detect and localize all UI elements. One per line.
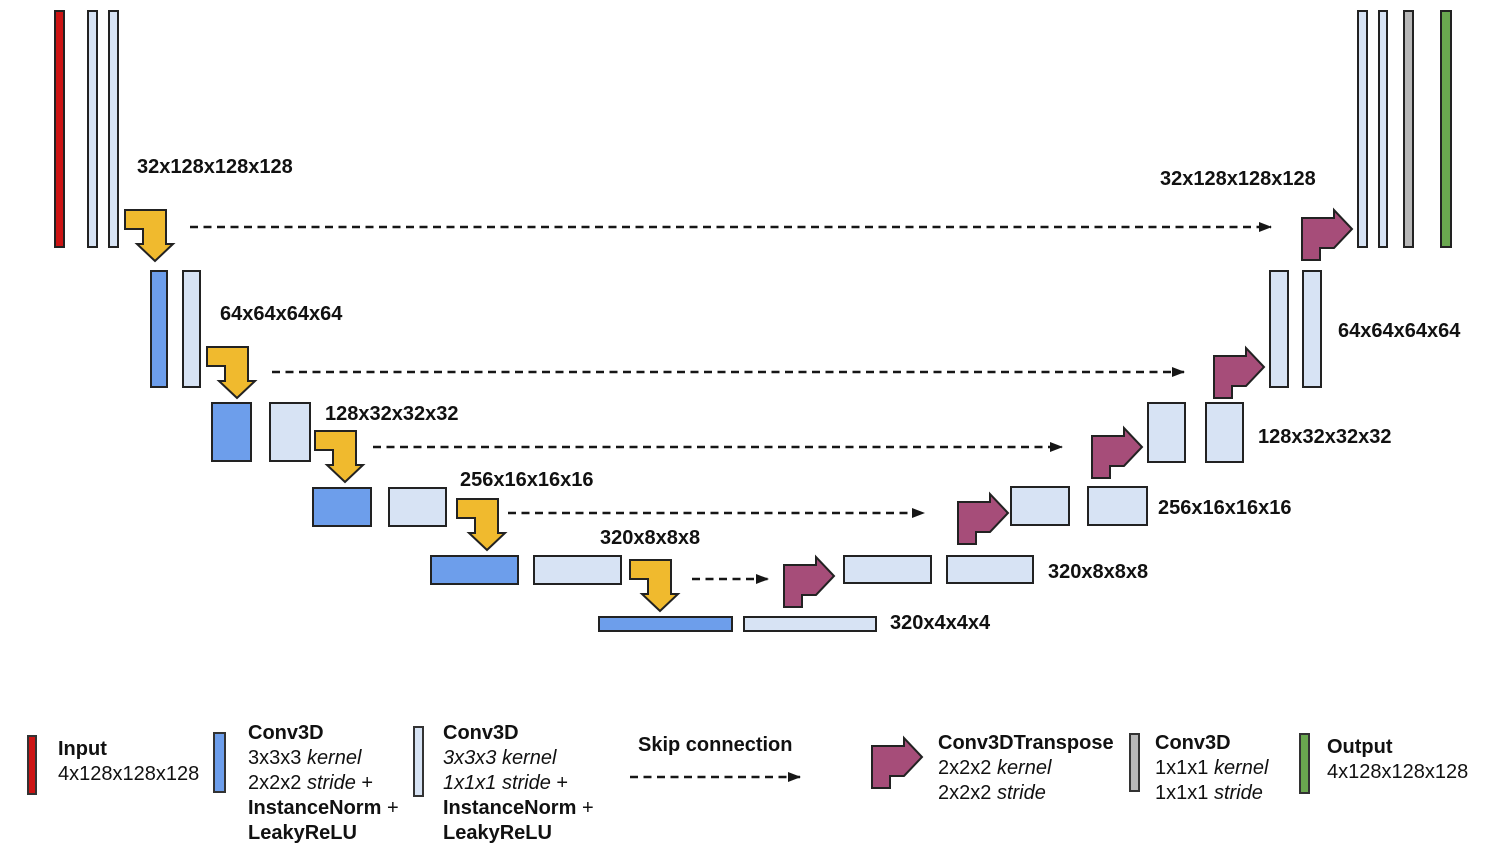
dec-l2-dim-label: 64x64x64x64 [1338, 320, 1461, 342]
dec-l2-conv-block-2 [1302, 270, 1322, 388]
enc-l5-strided-conv-block [430, 555, 519, 585]
legend-strided-conv-kernel: 3x3x3 kernel [248, 747, 362, 769]
legend-transpose-conv-title: Conv3DTranspose [938, 732, 1114, 754]
bottleneck-conv-block [743, 616, 877, 632]
enc-l2-dim-label: 64x64x64x64 [220, 303, 343, 325]
legend-skip-connection: Skip connection [638, 733, 792, 758]
legend-output-title: Output [1327, 736, 1393, 758]
enc-l4-dim-label: 256x16x16x16 [460, 469, 594, 491]
legend-output-dims: 4x128x128x128 [1327, 761, 1469, 783]
dec-l1-dim-label: 32x128x128x128 [1160, 168, 1316, 190]
dec-l5-conv-block-2 [946, 555, 1034, 584]
enc-l1-conv-bar-2 [108, 10, 119, 248]
legend-output: Output 4x128x128x128 [1327, 735, 1468, 785]
dec-l5-conv-block-1 [843, 555, 932, 584]
upsample-arrow-icon-5 [783, 556, 835, 608]
legend-1x1-conv-stride: 1x1x1 stride [1155, 782, 1263, 804]
enc-l3-strided-conv-block [211, 402, 252, 462]
legend-transpose-conv-stride: 2x2x2 stride [938, 782, 1046, 804]
legend-strided-conv: Conv3D 3x3x3 kernel 2x2x2 stride + Insta… [248, 721, 399, 846]
upsample-arrow-icon-2 [1213, 347, 1265, 399]
enc-l1-conv-bar-1 [87, 10, 98, 248]
bottleneck-strided-conv-block [598, 616, 733, 632]
dec-l5-dim-label: 320x8x8x8 [1048, 561, 1149, 583]
legend-skip-connection-title: Skip connection [638, 734, 793, 756]
dec-l4-conv-block-2 [1087, 486, 1148, 526]
dec-l3-conv-block-2 [1205, 402, 1244, 463]
dec-l2-conv-block-1 [1269, 270, 1289, 388]
legend-input-dims: 4x128x128x128 [58, 763, 200, 785]
legend-strided-conv-title: Conv3D [248, 722, 324, 744]
legend-1x1-conv-title: Conv3D [1155, 732, 1231, 754]
dec-l4-conv-block-1 [1010, 486, 1070, 526]
legend-plain-conv-title: Conv3D [443, 722, 519, 744]
enc-l3-conv-block [269, 402, 311, 462]
final-1x1-conv-bar [1403, 10, 1414, 248]
downsample-arrow-icon-5 [629, 559, 679, 612]
upsample-arrow-icon-3 [1091, 427, 1143, 479]
legend-strided-conv-swatch [213, 732, 226, 793]
legend-upsample-arrow-icon [871, 737, 923, 789]
legend-plain-conv: Conv3D 3x3x3 kernel 1x1x1 stride + Insta… [443, 721, 594, 846]
dec-l1-conv-bar-2 [1378, 10, 1388, 248]
legend-input-title: Input [58, 738, 107, 760]
enc-l3-dim-label: 128x32x32x32 [325, 403, 459, 425]
enc-l1-dim-label: 32x128x128x128 [137, 156, 293, 178]
enc-l2-strided-conv-block [150, 270, 168, 388]
legend-plain-conv-kernel: 3x3x3 kernel [443, 747, 557, 769]
downsample-arrow-icon-1 [124, 209, 174, 262]
legend-plain-conv-stride: 1x1x1 stride + [443, 772, 569, 794]
legend-input: Input 4x128x128x128 [58, 737, 199, 787]
dec-l1-conv-bar-1 [1357, 10, 1368, 248]
upsample-arrow-icon-1 [1301, 209, 1353, 261]
downsample-arrow-icon-2 [206, 346, 256, 399]
legend-output-swatch [1299, 733, 1310, 794]
input-layer-bar [54, 10, 65, 248]
output-layer-bar [1440, 10, 1452, 248]
enc-l4-strided-conv-block [312, 487, 372, 527]
legend-strided-conv-norm: InstanceNorm + [248, 797, 399, 819]
legend-plain-conv-swatch [413, 726, 424, 797]
legend-1x1-conv: Conv3D 1x1x1 kernel 1x1x1 stride [1155, 731, 1268, 806]
bottleneck-dim-label: 320x4x4x4 [890, 612, 991, 634]
dec-l3-dim-label: 128x32x32x32 [1258, 426, 1392, 448]
legend-plain-conv-norm: InstanceNorm + [443, 797, 594, 819]
upsample-arrow-icon-4 [957, 493, 1009, 545]
dec-l4-dim-label: 256x16x16x16 [1158, 497, 1292, 519]
legend-plain-conv-act: LeakyReLU [443, 822, 552, 844]
enc-l4-conv-block [388, 487, 447, 527]
legend-transpose-conv: Conv3DTranspose 2x2x2 kernel 2x2x2 strid… [938, 731, 1114, 806]
legend-strided-conv-stride: 2x2x2 stride + [248, 772, 374, 794]
legend-input-swatch [27, 735, 37, 795]
downsample-arrow-icon-3 [314, 430, 364, 483]
enc-l5-conv-block [533, 555, 622, 585]
legend-1x1-conv-swatch [1129, 733, 1140, 792]
legend-transpose-conv-kernel: 2x2x2 kernel [938, 757, 1052, 779]
legend-strided-conv-act: LeakyReLU [248, 822, 357, 844]
dec-l3-conv-block-1 [1147, 402, 1186, 463]
downsample-arrow-icon-4 [456, 498, 506, 551]
legend-1x1-conv-kernel: 1x1x1 kernel [1155, 757, 1269, 779]
enc-l5-dim-label: 320x8x8x8 [600, 527, 701, 549]
enc-l2-conv-block [182, 270, 201, 388]
